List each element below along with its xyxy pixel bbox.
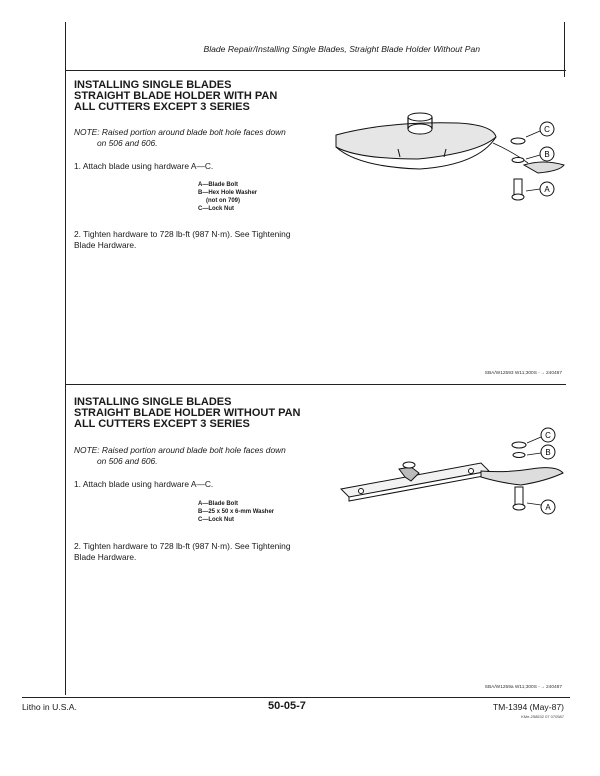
footer-rule [22,697,570,698]
legend-item-c: C—Lock Nut [198,517,234,523]
step-2-line-2: Blade Hardware. [74,240,137,250]
legend-item-a: A—Blade Bolt [198,182,239,188]
callout-c-label: C [545,431,551,440]
note: NOTE: Raised portion around blade bolt h… [74,445,286,467]
callout-a: A [540,499,556,515]
callout-c: C [539,121,555,137]
blade-holder-without-pan-illustration: C B A [339,427,564,515]
note-line-2: on 506 and 606. [97,138,158,148]
step-1: 1. Attach blade using hardware A—C. [74,479,214,489]
callout-a-label: A [544,185,550,194]
section-title-line-2: STRAIGHT BLADE HOLDER WITH PAN [74,90,278,102]
section-with-pan: INSTALLING SINGLE BLADES STRAIGHT BLADE … [65,70,566,381]
callout-b: B [539,146,555,162]
step-2-line-1: 2. Tighten hardware to 728 lb-ft (987 N·… [74,541,291,551]
callout-c-label: C [544,125,550,134]
legend-item-c: C—Lock Nut [198,206,234,212]
section-title-line-2: STRAIGHT BLADE HOLDER WITHOUT PAN [74,407,301,419]
section-title-line-1: INSTALLING SINGLE BLADES [74,79,232,91]
section-title-line-1: INSTALLING SINGLE BLADES [74,396,232,408]
callout-b: B [540,444,556,460]
step-2: 2. Tighten hardware to 728 lb-ft (987 N·… [74,541,290,563]
blade-holder-with-pan-illustration: C B A [335,112,565,201]
figure-ref-code: SBA/W12593 W11;300S -→ 240487 [484,371,562,376]
footer-small-code: KMe-258532 07 070587 [521,714,564,719]
figure-ref-code: SBA/W1259a W11;300S -→ 240487 [484,685,562,690]
section-without-pan: INSTALLING SINGLE BLADES STRAIGHT BLADE … [65,384,566,695]
hardware-legend: A—Blade Bolt B—25 x 50 x 6-mm Washer C—L… [198,500,274,524]
note-line-2: on 506 and 606. [97,456,158,466]
legend-item-b-note: (not on 709) [206,198,240,204]
callout-b-label: B [544,150,549,159]
section-title-line-3: ALL CUTTERS EXCEPT 3 SERIES [74,418,250,430]
step-2-line-1: 2. Tighten hardware to 728 lb-ft (987 N·… [74,229,291,239]
legend-item-b: B—Hex Hole Washer [198,190,258,196]
step-2: 2. Tighten hardware to 728 lb-ft (987 N·… [74,229,290,251]
step-1: 1. Attach blade using hardware A—C. [74,161,214,171]
page-number: 50-05-7 [268,700,306,712]
manual-id: TM-1394 (May-87) [492,702,564,712]
note-line-1: NOTE: Raised portion around blade bolt h… [74,445,286,455]
note: NOTE: Raised portion around blade bolt h… [74,127,286,149]
note-line-1: NOTE: Raised portion around blade bolt h… [74,127,286,137]
legend-item-b: B—25 x 50 x 6-mm Washer [198,509,275,515]
page-right-rule [564,22,565,77]
section-title-line-3: ALL CUTTERS EXCEPT 3 SERIES [74,101,250,113]
litho-text: Litho in U.S.A. [22,702,77,712]
callout-a-label: A [545,503,551,512]
hardware-legend: A—Blade Bolt B—Hex Hole Washer (not on 7… [198,181,257,213]
callout-b-label: B [545,448,550,457]
running-header: Blade Repair/Installing Single Blades, S… [203,44,480,54]
callout-c: C [540,427,556,443]
step-2-line-2: Blade Hardware. [74,552,137,562]
callout-a: A [539,181,555,197]
legend-item-a: A—Blade Bolt [198,501,239,507]
